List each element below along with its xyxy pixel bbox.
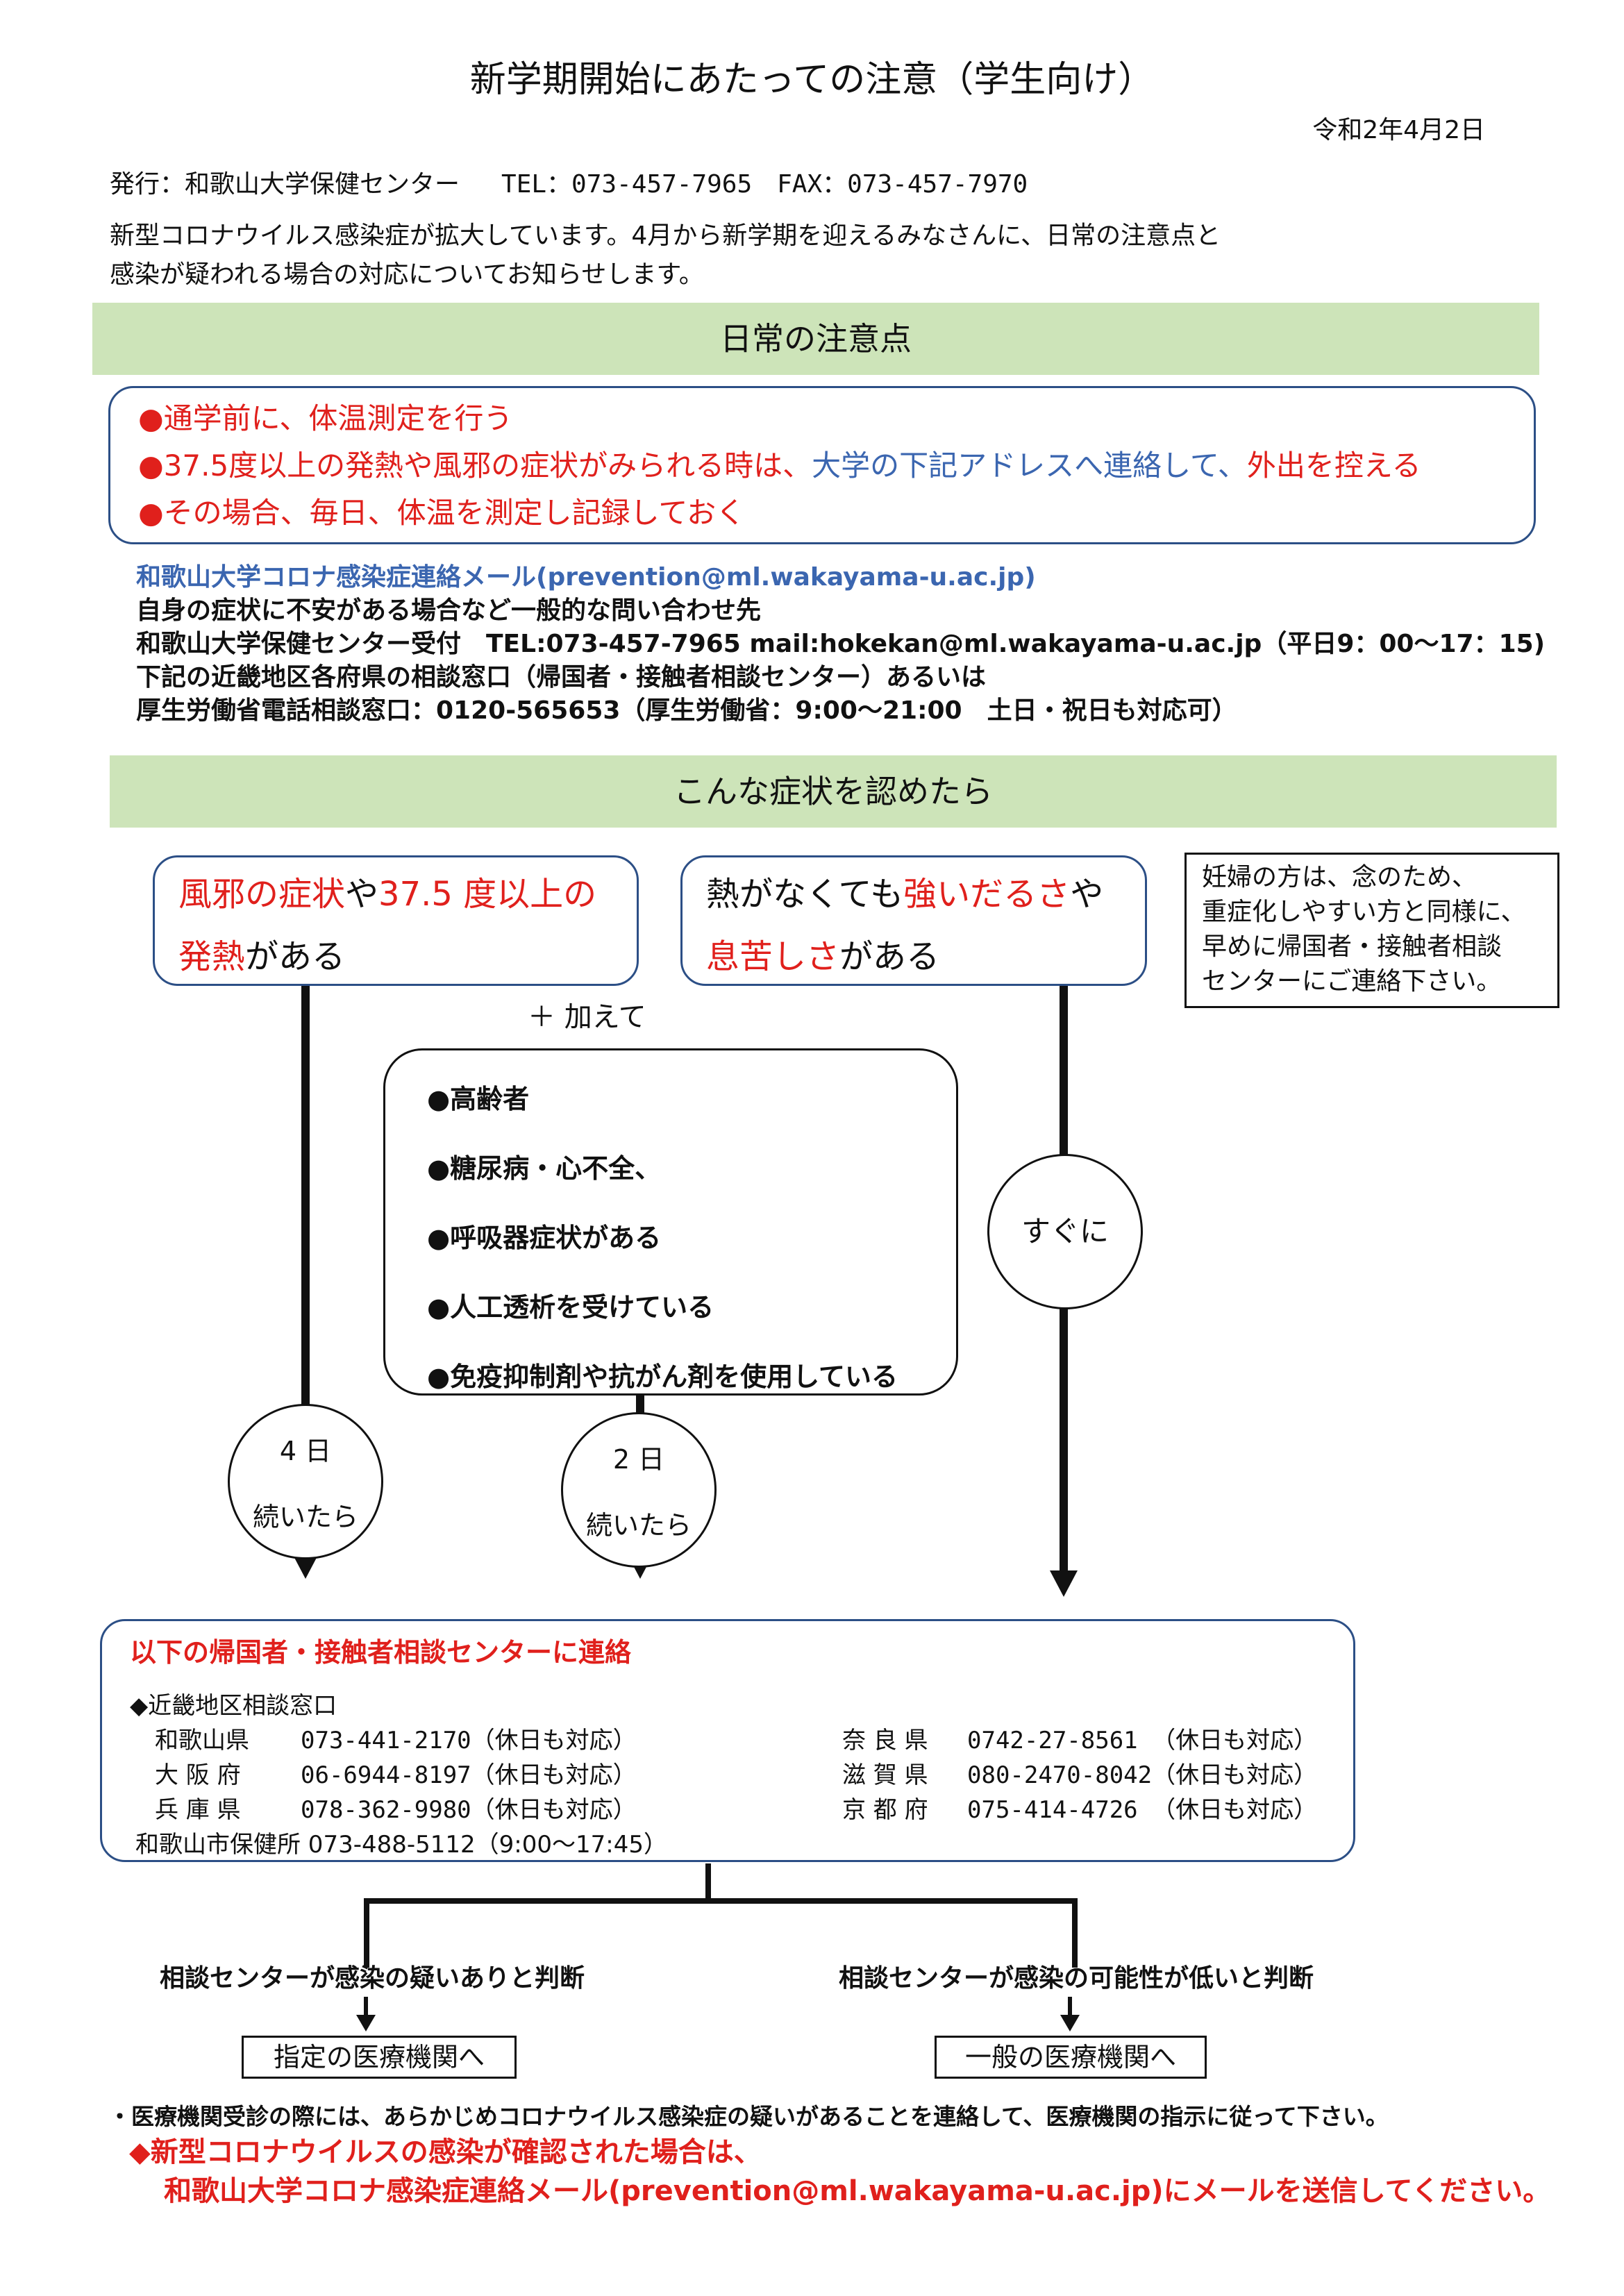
- hospital-visit-note: ・医療機関受診の際には、あらかじめコロナウイルス感染症の疑いがあることを連絡して…: [108, 2103, 1389, 2130]
- judge-left: 相談センターが感染の疑いありと判断: [160, 1964, 585, 1993]
- symptom-box-fever: 風邪の症状や37.5 度以上の 発熱がある: [153, 855, 639, 986]
- daily-item-2-c: 外出を控える: [1246, 449, 1421, 483]
- daily-item-2: ●37.5度以上の発熱や風邪の症状がみられる時は、大学の下記アドレスへ連絡して、…: [138, 442, 1506, 489]
- risk-factors-box: ●高齢者 ●糖尿病・心不全、 ●呼吸器症状がある ●人工透析を受けている ●免疫…: [383, 1048, 958, 1396]
- kinki-row: 滋 賀 県 080-2470-8042（休日も対応）: [842, 1758, 1317, 1793]
- page-title: 新学期開始にあたっての注意（学生向け）: [469, 59, 1155, 101]
- center-head: 以下の帰国者・接触者相談センターに連絡: [130, 1637, 632, 1668]
- daily-item-2-a: ●37.5度以上の発熱や風邪の症状がみられる時は、: [138, 449, 812, 483]
- kinki-row: 京 都 府 075-414-4726 （休日も対応）: [842, 1793, 1317, 1827]
- circle-immediately: すぐに: [987, 1154, 1143, 1309]
- kinki-tel: 073-441-2170（休日も対応）: [301, 1727, 637, 1754]
- kinki-tel: 0742-27-8561 （休日も対応）: [967, 1727, 1318, 1754]
- kinki-tel: 06-6944-8197（休日も対応）: [301, 1761, 637, 1789]
- circle-4days-top: 4 日: [279, 1436, 332, 1466]
- consultation-center-box: 以下の帰国者・接触者相談センターに連絡 ◆近畿地区相談窓口 和歌山県 073-44…: [100, 1619, 1355, 1862]
- arrow-right: [1050, 1570, 1078, 1597]
- issuer-line: 発行：和歌山大学保健センター TEL：073-457-7965 FAX：073-4…: [110, 164, 1028, 200]
- pregnant-note: 妊婦の方は、念のため、 重症化しやすい方と同様に、 早めに帰国者・接触者相談 セ…: [1184, 853, 1559, 1008]
- kinki-row: 和歌山県 073-441-2170（休日も対応）: [155, 1723, 842, 1758]
- dest-general-hospital: 一般の医療機関へ: [935, 2036, 1207, 2079]
- kinki-title: ◆近畿地区相談窓口: [130, 1692, 337, 1720]
- kinki-columns: 和歌山県 073-441-2170（休日も対応） 大 阪 府 06-6944-819…: [130, 1723, 1325, 1827]
- symptoms-heading: こんな症状を認めたら: [110, 755, 1557, 828]
- risk-item: ●呼吸器症状がある: [427, 1223, 662, 1253]
- kinki-left-col: 和歌山県 073-441-2170（休日も対応） 大 阪 府 06-6944-819…: [130, 1723, 842, 1827]
- kinki-row: 奈 良 県 0742-27-8561 （休日も対応）: [842, 1723, 1317, 1758]
- contact-general: 自身の症状に不安がある場合など一般的な問い合わせ先: [136, 596, 762, 625]
- dest-left-stem: [364, 1997, 368, 2018]
- infection-warning: ◆新型コロナウイルスの感染が確認された場合は、 和歌山大学コロナ感染症連絡メール…: [129, 2133, 1550, 2211]
- sym1-black1: や: [345, 875, 379, 914]
- kinki-pref: 奈 良 県: [842, 1727, 928, 1754]
- intro-line-1: 新型コロナウイルス感染症が拡大しています。4月から新学期を迎えるみなさんに、日常…: [110, 221, 1221, 250]
- sym2-red2: 息苦しさ: [706, 937, 840, 976]
- sym2-red1: 強いだるさ: [903, 875, 1071, 914]
- dest-left-arrow: [356, 2015, 376, 2031]
- kinki-pref: 大 阪 府: [155, 1761, 241, 1789]
- contact-mail[interactable]: 和歌山大学コロナ感染症連絡メール(prevention@ml.wakayama-…: [136, 563, 1036, 592]
- sym1-red1: 風邪の症状: [178, 875, 346, 914]
- pregnant-line-2: 重症化しやすい方と同様に、: [1202, 898, 1526, 926]
- plus-label: ＋ 加えて: [528, 1001, 646, 1033]
- risk-item: ●高齢者: [427, 1084, 530, 1114]
- kinki-tel: 075-414-4726 （休日も対応）: [967, 1796, 1318, 1824]
- risk-item: ●人工透析を受けている: [427, 1292, 714, 1323]
- sym1-red3: 発熱: [178, 937, 246, 976]
- dest-right-arrow: [1060, 2015, 1080, 2031]
- risk-item: ●糖尿病・心不全、: [427, 1153, 662, 1184]
- contact-kinki-window: 下記の近畿地区各府県の相談窓口（帰国者・接触者相談センター）あるいは: [136, 663, 987, 692]
- branch-right-drop: [1072, 1898, 1078, 1968]
- daily-item-2-b: 大学の下記アドレスへ連絡して、: [812, 449, 1247, 483]
- intro-text: 新型コロナウイルス感染症が拡大しています。4月から新学期を迎えるみなさんに、日常…: [110, 217, 1221, 294]
- kinki-row: 兵 庫 県 078-362-9980（休日も対応）: [155, 1793, 842, 1827]
- circle-2days-top: 2 日: [612, 1444, 665, 1475]
- kinki-list: ◆近畿地区相談窓口 和歌山県 073-441-2170（休日も対応） 大 阪 府 0…: [130, 1689, 1325, 1862]
- daily-item-3: ●その場合、毎日、体温を測定し記録しておく: [138, 496, 746, 530]
- daily-heading: 日常の注意点: [92, 303, 1539, 375]
- kinki-row: 大 阪 府 06-6944-8197（休日も対応）: [155, 1758, 842, 1793]
- circle-2days: 2 日 続いたら: [561, 1412, 717, 1568]
- kinki-pref: 京 都 府: [842, 1796, 928, 1824]
- sym2-black2: や: [1070, 875, 1104, 914]
- kinki-right-col: 奈 良 県 0742-27-8561 （休日も対応） 滋 賀 県 080-2470-…: [842, 1723, 1317, 1827]
- contact-info: 和歌山大学コロナ感染症連絡メール(prevention@ml.wakayama-…: [136, 561, 1545, 728]
- risk-item: ●免疫抑制剤や抗がん剤を使用している: [427, 1361, 898, 1392]
- circle-4days: 4 日 続いたら: [228, 1404, 383, 1559]
- dest-right-stem: [1068, 1997, 1072, 2018]
- judge-right: 相談センターが感染の可能性が低いと判断: [839, 1964, 1314, 1993]
- circle-immediately-label: すぐに: [1021, 1214, 1109, 1248]
- pregnant-line-3: 早めに帰国者・接触者相談: [1202, 932, 1502, 961]
- kinki-pref: 和歌山県: [155, 1727, 249, 1754]
- circle-2days-bottom: 続いたら: [585, 1510, 692, 1541]
- kinki-pref: 兵 庫 県: [155, 1796, 241, 1824]
- sym2-black1: 熱がなくても: [706, 875, 904, 914]
- branch-stem: [705, 1863, 711, 1902]
- kinki-pref: 滋 賀 県: [842, 1761, 928, 1789]
- sym1-red2: 37.5 度以上の: [378, 875, 597, 914]
- symptom-box-fatigue: 熱がなくても強いだるさや 息苦しさがある: [680, 855, 1147, 986]
- city-health-center: 和歌山市保健所 073-488-5112（9:00〜17:45）: [135, 1831, 667, 1859]
- branch-left-drop: [364, 1898, 369, 1968]
- contact-mhlw: 厚生労働省電話相談窓口：0120-565653（厚生労働省：9:00〜21:00…: [136, 696, 1237, 725]
- warning-line-1: ◆新型コロナウイルスの感染が確認された場合は、: [129, 2136, 762, 2168]
- kinki-tel: 080-2470-8042（休日も対応）: [967, 1761, 1318, 1789]
- issue-date: 令和2年4月2日: [1312, 116, 1485, 144]
- sym1-black2: がある: [245, 937, 346, 976]
- daily-precautions-box: ●通学前に、体温測定を行う ●37.5度以上の発熱や風邪の症状がみられる時は、大…: [108, 386, 1536, 544]
- sym2-black3: がある: [839, 937, 940, 976]
- branch-horizontal: [364, 1898, 1078, 1904]
- contact-health-center: 和歌山大学保健センター受付 TEL:073-457-7965 mail:hoke…: [136, 630, 1546, 658]
- issuer-tel-fax: TEL：073-457-7965 FAX：073-457-7970: [501, 170, 1028, 199]
- dest-designated-hospital: 指定の医療機関へ: [242, 2036, 517, 2079]
- intro-line-2: 感染が疑われる場合の対応についてお知らせします。: [110, 260, 704, 289]
- issuer-label: 発行：和歌山大学保健センター: [110, 170, 460, 199]
- pregnant-line-4: センターにご連絡下さい。: [1202, 967, 1502, 996]
- warning-line-2: 和歌山大学コロナ感染症連絡メール(prevention@ml.wakayama-…: [164, 2175, 1551, 2207]
- pregnant-line-1: 妊婦の方は、念のため、: [1202, 863, 1477, 891]
- kinki-tel: 078-362-9980（休日も対応）: [301, 1796, 637, 1824]
- daily-item-1: ●通学前に、体温測定を行う: [138, 401, 513, 435]
- circle-4days-bottom: 続いたら: [252, 1502, 358, 1532]
